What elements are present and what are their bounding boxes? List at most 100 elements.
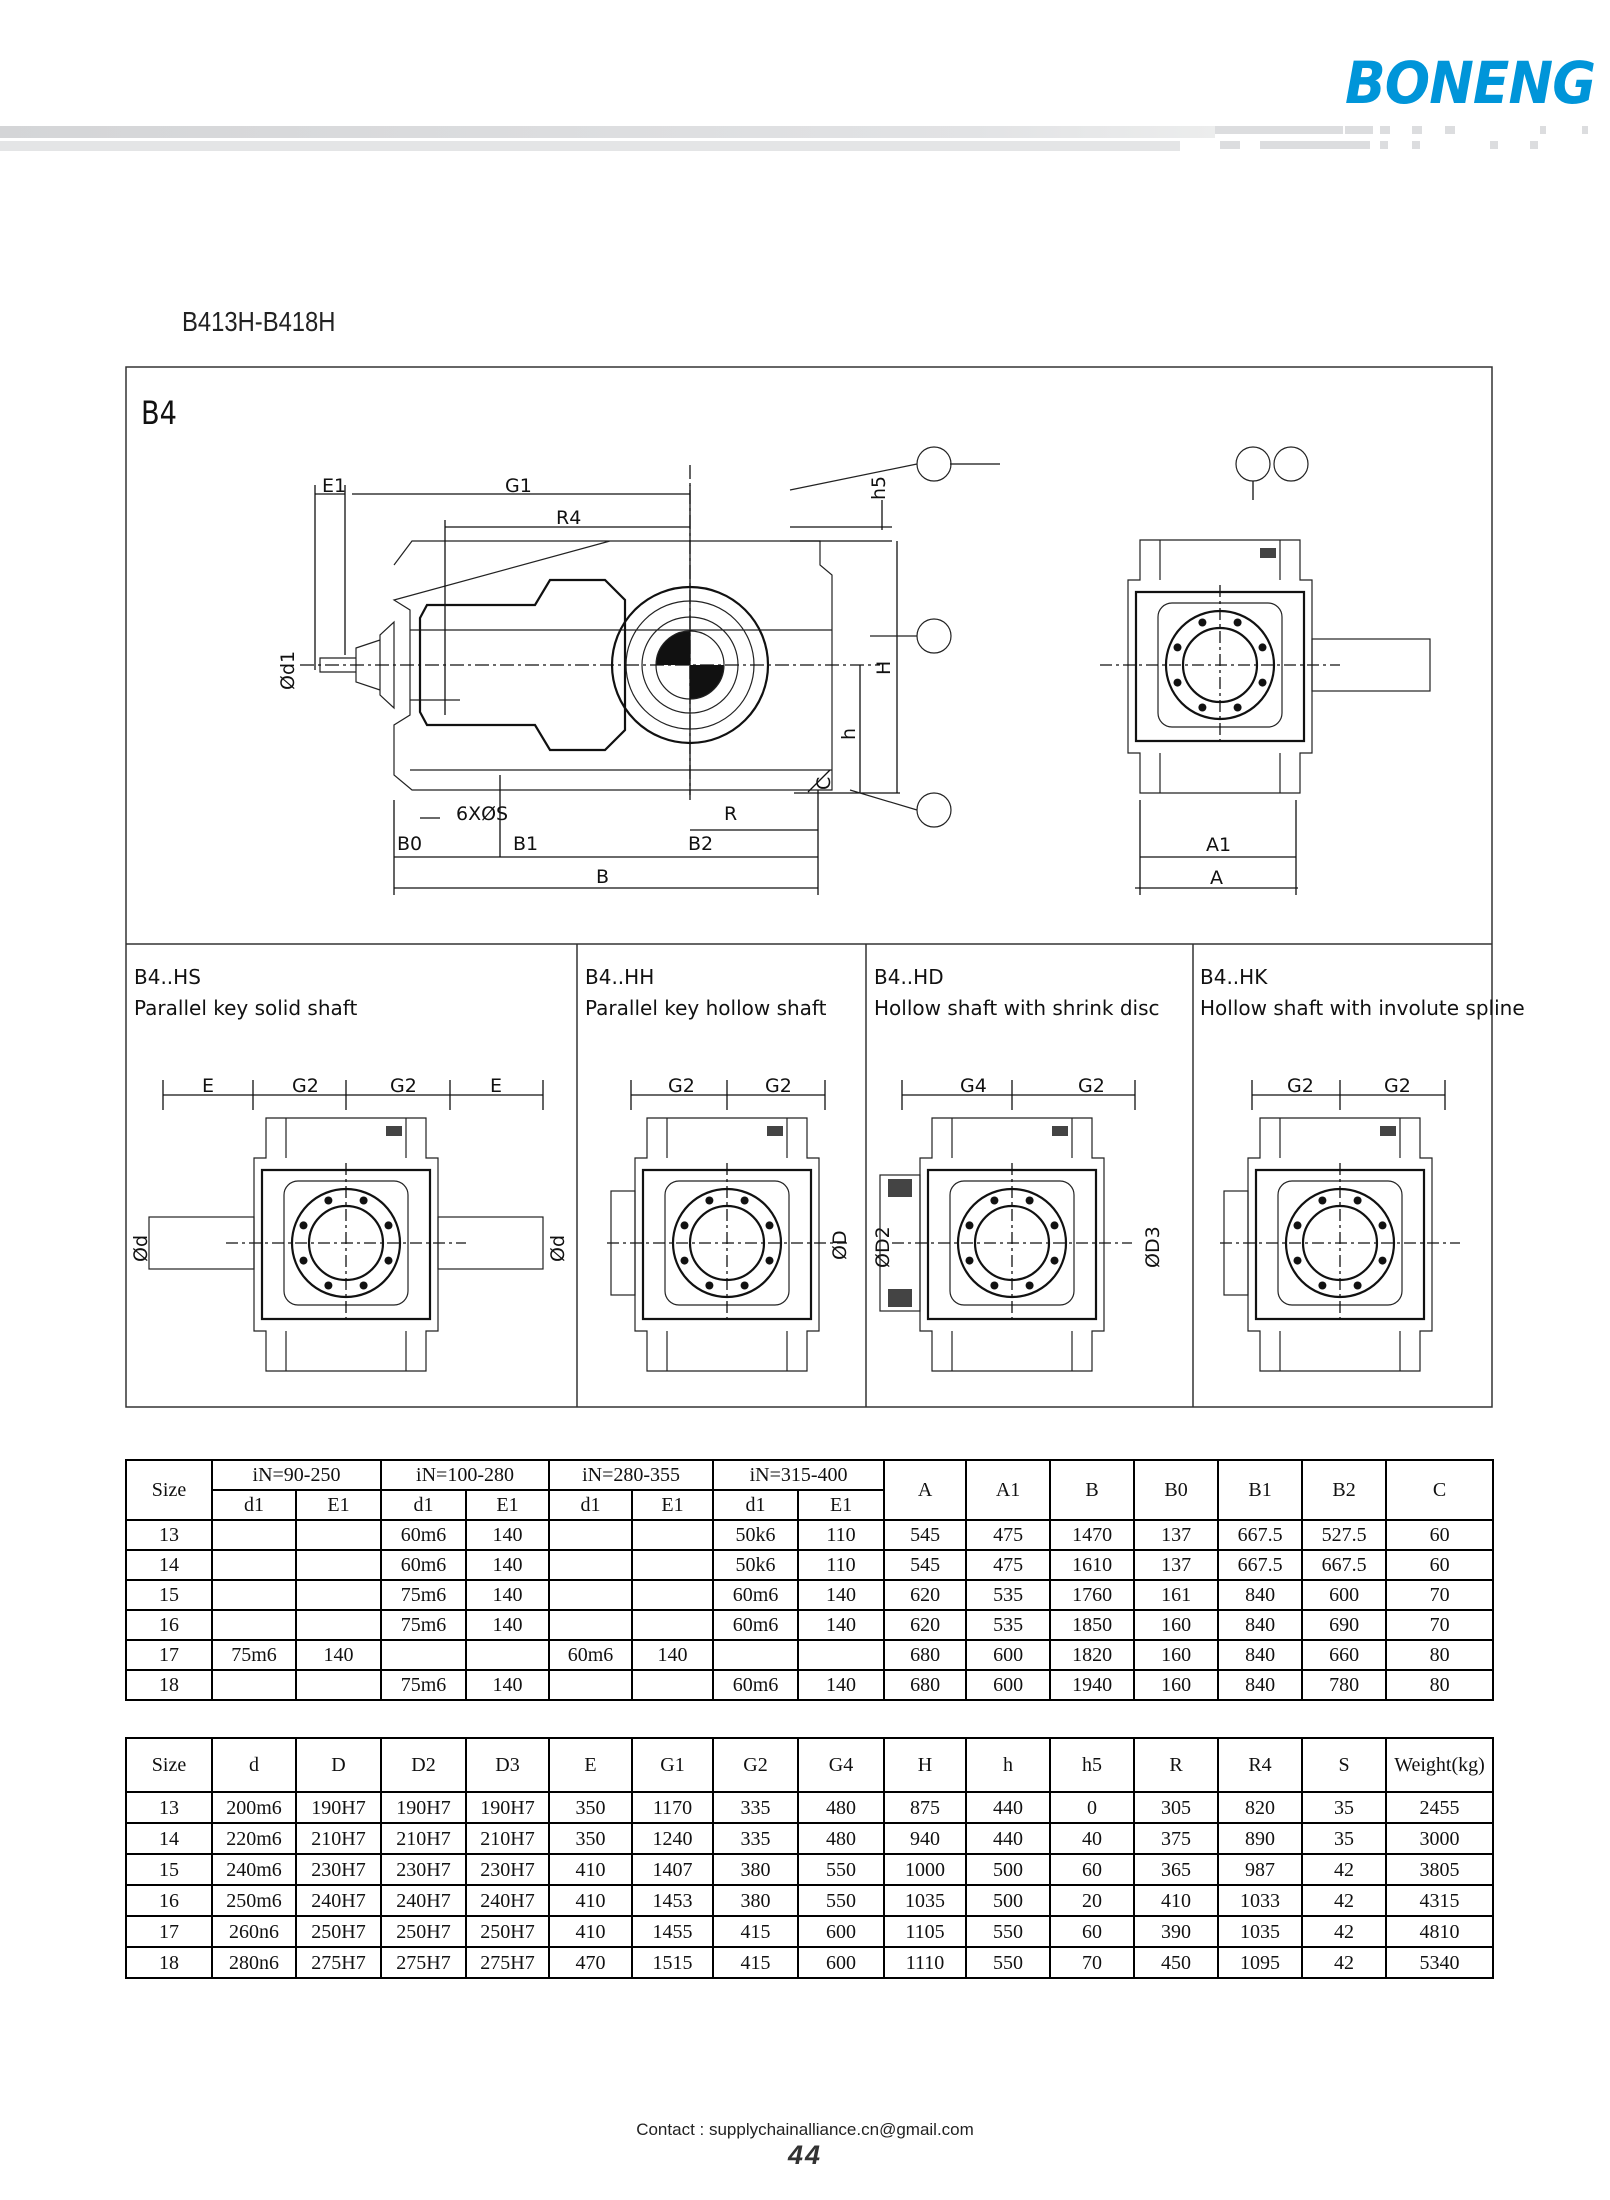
table-cell: 42 — [1301, 1915, 1387, 1948]
table-cell: 480 — [797, 1822, 885, 1855]
table-cell — [631, 1669, 715, 1701]
bolt-hole — [1050, 1256, 1059, 1265]
header-e1: E1 — [465, 1489, 551, 1521]
table-cell: 190H7 — [465, 1791, 550, 1824]
table-cell: 35 — [1301, 1822, 1387, 1855]
column-header: S — [1301, 1737, 1387, 1793]
breather-plug — [1052, 1126, 1068, 1136]
header-dash — [1260, 126, 1308, 134]
housing-ribs — [285, 1118, 407, 1371]
bolt-hole — [680, 1256, 689, 1265]
table-cell — [797, 1639, 886, 1671]
table-cell: 4315 — [1385, 1884, 1494, 1917]
dim-g2: G2 — [1384, 1075, 1411, 1097]
dim-d: Ød — [547, 1235, 569, 1262]
table-cell: 620 — [883, 1609, 968, 1641]
dim-r4: R4 — [556, 507, 581, 529]
bolt-hole — [1293, 1256, 1302, 1265]
output-shaft-right — [1311, 638, 1431, 692]
bolt-hole — [965, 1256, 974, 1265]
bolt-hole — [765, 1221, 774, 1230]
housing-outline — [253, 1117, 439, 1372]
table-cell: 410 — [1133, 1884, 1219, 1917]
table-cell — [631, 1519, 715, 1551]
table-cell — [294, 1609, 383, 1641]
table-cell: 1515 — [631, 1946, 714, 1979]
header-dash — [1490, 141, 1498, 149]
table-cell: 18 — [125, 1669, 213, 1701]
breather-plug — [386, 1126, 402, 1136]
dim-D2: ØD2 — [872, 1226, 894, 1268]
table-cell: 140 — [465, 1669, 551, 1701]
housing-ribs — [666, 1118, 788, 1371]
table-cell: 260n6 — [211, 1915, 297, 1948]
panel-hk: B4..HK Hollow shaft with involute spline… — [1200, 965, 1525, 1097]
table-cell: 50k6 — [712, 1519, 800, 1551]
bolt-hole — [705, 1281, 714, 1290]
shrink-disc-section — [888, 1289, 912, 1307]
table-cell: 840 — [1217, 1639, 1304, 1671]
header-c: C — [1385, 1459, 1495, 1521]
column-header: E — [548, 1737, 633, 1793]
panel-description: Parallel key solid shaft — [134, 996, 357, 1020]
bolt-hole — [324, 1196, 333, 1205]
dim-a1: A1 — [1206, 834, 1231, 856]
header-dash — [1380, 141, 1388, 149]
bolt-hole — [1025, 1281, 1034, 1290]
table-cell: 840 — [1217, 1609, 1304, 1641]
header-dash — [1412, 141, 1420, 149]
housing-outline — [919, 1117, 1105, 1372]
table-cell: 1095 — [1217, 1946, 1303, 1979]
table-cell — [211, 1669, 297, 1701]
bolt-hole — [740, 1196, 749, 1205]
bolt-hole — [680, 1221, 689, 1230]
table-cell: 110 — [797, 1549, 886, 1581]
panel-hd: B4..HD Hollow shaft with shrink disc G4 … — [872, 965, 1164, 1268]
table-cell: 535 — [965, 1609, 1052, 1641]
column-header: R4 — [1217, 1737, 1303, 1793]
table-cell: 190H7 — [380, 1791, 467, 1824]
table-cell: 110 — [797, 1519, 886, 1551]
table-cell: 160 — [1133, 1669, 1220, 1701]
header-dash — [1540, 126, 1546, 134]
table-cell: 390 — [1133, 1915, 1219, 1948]
table-cell: 3805 — [1385, 1853, 1494, 1886]
table-cell: 550 — [797, 1853, 885, 1886]
table-cell: 40 — [1049, 1822, 1135, 1855]
header-dash — [1305, 141, 1345, 149]
table-cell: 70 — [1385, 1579, 1495, 1611]
table-cell — [294, 1549, 383, 1581]
bolt-hole — [1353, 1281, 1362, 1290]
table-cell: 667.5 — [1217, 1549, 1304, 1581]
table-cell: 1035 — [883, 1884, 967, 1917]
table-cell — [548, 1549, 634, 1581]
table-cell: 70 — [1385, 1609, 1495, 1641]
table-cell: 60m6 — [380, 1549, 468, 1581]
table-cell: 210H7 — [380, 1822, 467, 1855]
bolt-hole — [1025, 1196, 1034, 1205]
table-cell: 60m6 — [380, 1519, 468, 1551]
table-cell: 1407 — [631, 1853, 714, 1886]
dim-e: E — [202, 1075, 214, 1097]
header-e1: E1 — [797, 1489, 886, 1521]
center-line — [1100, 585, 1340, 745]
shrink-disc-section — [888, 1179, 912, 1197]
dim-d1: Ød1 — [277, 651, 299, 690]
table-cell: 1110 — [883, 1946, 967, 1979]
bolt-hole — [359, 1281, 368, 1290]
table-cell: 600 — [965, 1639, 1052, 1671]
breather-plug — [767, 1126, 783, 1136]
bolt-hole — [1293, 1221, 1302, 1230]
dim-g1: G1 — [505, 475, 532, 497]
housing-ribs — [951, 1118, 1073, 1371]
table-cell: 240H7 — [380, 1884, 467, 1917]
table-cell: 335 — [712, 1822, 799, 1855]
bolt-hole — [1258, 643, 1267, 652]
header-e1: E1 — [294, 1489, 383, 1521]
table-cell: 820 — [1217, 1791, 1303, 1824]
header-a1: A1 — [965, 1459, 1052, 1521]
table-cell — [294, 1519, 383, 1551]
